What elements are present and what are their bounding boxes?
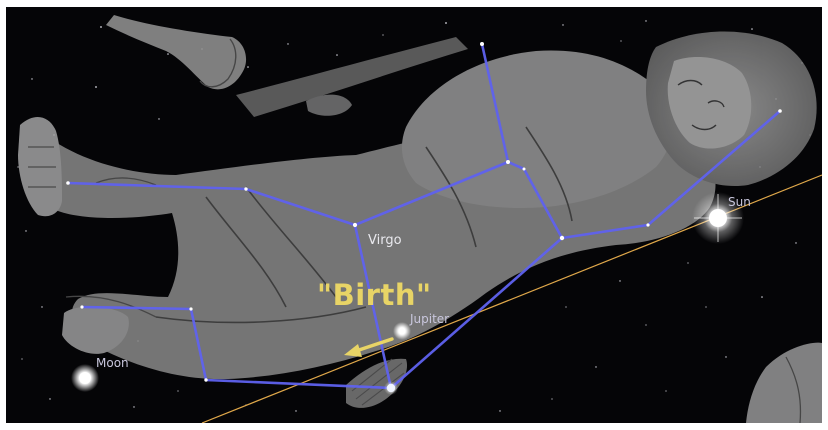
jupiter-object[interactable]	[393, 322, 411, 340]
moon-object[interactable]	[71, 364, 99, 392]
sun-object[interactable]	[692, 192, 744, 244]
birth-callout: "Birth"	[317, 278, 432, 312]
constellation-name-label: Virgo	[368, 233, 402, 248]
sun-label: Sun	[728, 195, 751, 209]
constellation-stars	[66, 42, 782, 395]
motion-arrow-icon	[344, 337, 394, 357]
planetarium-view[interactable]: Sun Jupiter Moon Virgo "Birth"	[6, 7, 822, 423]
jupiter-label: Jupiter	[410, 312, 450, 326]
moon-label: Moon	[96, 356, 129, 370]
sky-canvas	[17, 15, 822, 423]
virgo-figure-art	[18, 15, 822, 423]
